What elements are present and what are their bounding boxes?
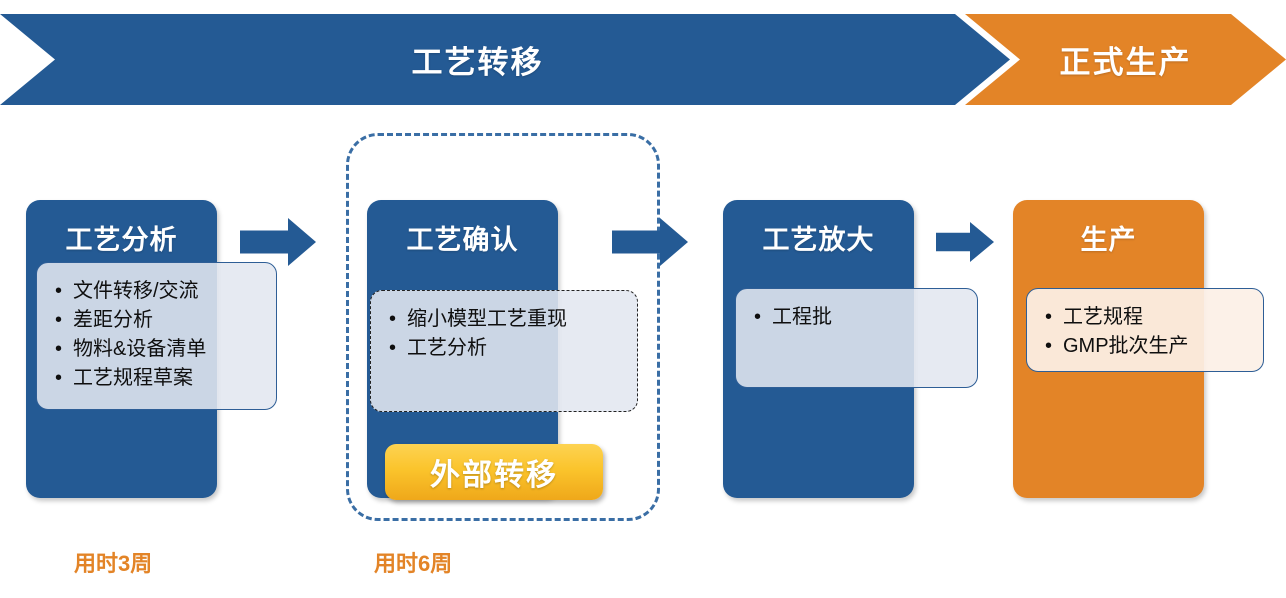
list-item: 工程批 [754, 303, 965, 332]
list-item: 文件转移/交流 [55, 277, 264, 306]
duration-process-analysis: 用时3周 [74, 551, 153, 576]
banner-process-transfer: 工艺转移 [0, 14, 1010, 105]
banner-commercial-production-label: 正式生产 [1059, 45, 1192, 80]
external-transfer-badge-label: 外部转移 [430, 459, 558, 492]
arrow-analysis-to-confirmation [240, 218, 316, 266]
stage-callout-process-scale-up: 工程批 [735, 288, 978, 388]
stage-title-process-confirmation: 工艺确认 [406, 225, 519, 255]
list-item: 物料&设备清单 [55, 335, 264, 364]
stage-title-process-scale-up: 工艺放大 [762, 225, 875, 255]
banner-process-transfer-label: 工艺转移 [411, 45, 544, 80]
list-item: GMP批次生产 [1045, 332, 1251, 361]
stage-list-production: 工艺规程 GMP批次生产 [1043, 303, 1251, 361]
list-item: 工艺规程草案 [55, 364, 264, 393]
header-banner: 工艺转移 正式生产 [0, 14, 1286, 105]
external-transfer-group-boundary [346, 133, 660, 521]
stage-title-process-analysis: 工艺分析 [65, 225, 178, 255]
duration-process-confirmation: 用时6周 [374, 551, 453, 576]
stage-callout-process-confirmation: 缩小模型工艺重现 工艺分析 [370, 290, 638, 412]
list-item: 差距分析 [55, 306, 264, 335]
list-item: 工艺规程 [1045, 303, 1251, 332]
stage-callout-production: 工艺规程 GMP批次生产 [1026, 288, 1264, 372]
stage-callout-process-analysis: 文件转移/交流 差距分析 物料&设备清单 工艺规程草案 [36, 262, 277, 410]
external-transfer-badge[interactable]: 外部转移 [385, 444, 603, 500]
stage-list-process-scale-up: 工程批 [752, 303, 965, 332]
banner-commercial-production: 正式生产 [965, 14, 1286, 105]
arrow-scaleup-to-production [936, 222, 994, 262]
stage-title-production: 生产 [1080, 225, 1137, 255]
stage-list-process-analysis: 文件转移/交流 差距分析 物料&设备清单 工艺规程草案 [53, 277, 264, 393]
list-item: 工艺分析 [389, 334, 625, 363]
list-item: 缩小模型工艺重现 [389, 305, 625, 334]
stage-list-process-confirmation: 缩小模型工艺重现 工艺分析 [387, 305, 625, 363]
